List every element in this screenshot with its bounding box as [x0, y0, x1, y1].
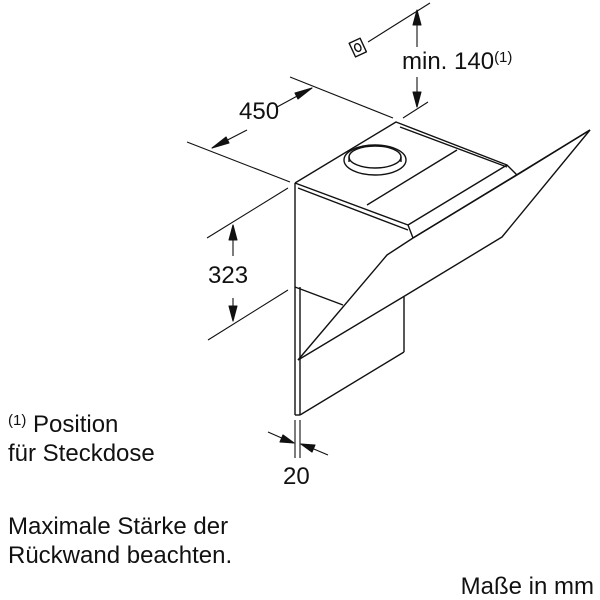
dimension-450-lines — [186, 76, 394, 183]
units-note: Maße in mm — [460, 573, 594, 600]
footnote-text: Position — [33, 411, 119, 438]
dimension-20-lines — [267, 420, 329, 458]
dimension-140-lines — [367, 2, 431, 119]
dimension-323-lines — [206, 187, 289, 341]
hood-body — [294, 121, 591, 416]
warning-line2: Rückwand beachten. — [8, 542, 233, 569]
duct-collar — [343, 144, 407, 176]
dimension-140-value: min. 140 — [402, 48, 495, 75]
footnote-line2: für Steckdose — [8, 440, 155, 467]
dimension-323-label: 323 — [208, 262, 249, 289]
dimension-140-label: min. 140(1) — [402, 48, 512, 76]
warning-line1: Maximale Stärke der — [8, 513, 229, 540]
dimension-20-label: 20 — [283, 463, 310, 490]
socket-icon — [348, 37, 368, 58]
glass-canopy — [297, 129, 591, 361]
footnote-line1: (1) Position — [8, 411, 118, 439]
dimension-450-label: 450 — [239, 98, 280, 125]
footnote-ref: (1) — [8, 412, 27, 429]
dimension-140-footnote-ref: (1) — [494, 49, 513, 66]
